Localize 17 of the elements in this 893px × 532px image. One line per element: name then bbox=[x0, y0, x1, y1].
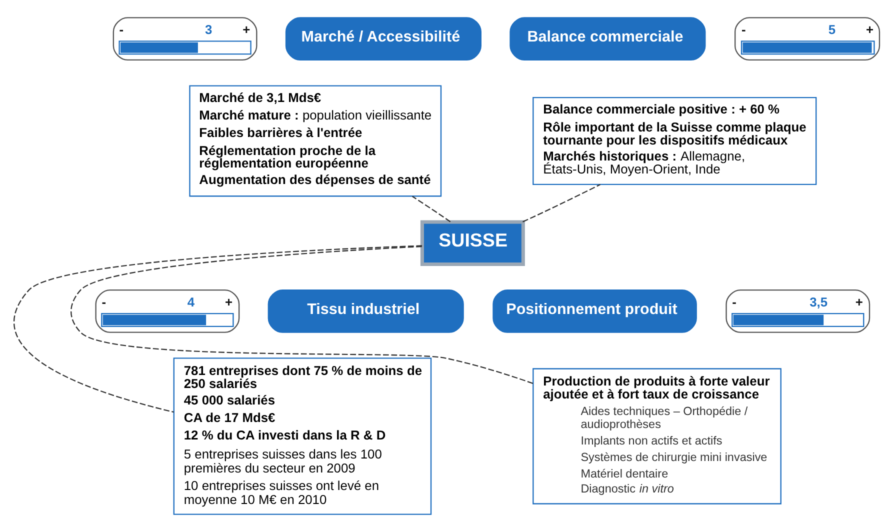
node-box: - 5 + bbox=[734, 17, 880, 61]
node-box: - 3,5 + bbox=[726, 289, 870, 333]
node-box: 781 entreprises dont 75 % de moins de 250 salariés 45 000 salariés CA de 17 Mds€ 12 % du CA investi dans la R & D 5 entreprises suisses dans les 100 premières du secteur en 2009 10 entreprises suisses ont levé en moyenne 10 M€ en 2010 bbox=[173, 358, 432, 515]
connector bbox=[70, 246, 534, 384]
node-box: - 4 + bbox=[95, 289, 240, 333]
node-box: Tissu industriel bbox=[268, 289, 464, 333]
node-box: Marché / Accessibilité bbox=[285, 17, 482, 61]
connector bbox=[14, 245, 422, 413]
node-box: Positionnement produit bbox=[492, 289, 697, 333]
connector bbox=[412, 196, 451, 222]
node-box: Marché de 3,1 Mds€ Marché mature : population vieillissante Faibles barrières à l'entrée Réglementation proche de la réglementation européenne Augmentation des dépenses de santé bbox=[189, 85, 442, 197]
node-box: Production de produits à forte valeur ajoutée et à fort taux de croissance Aides techniques – Orthopédie / audioprothèses Implants non actifs et actifs Systèmes de chirurgie mini invasive Matériel dentaire Diagnostic in vitro bbox=[532, 368, 782, 504]
node-box: - 3 + bbox=[112, 17, 258, 61]
node-box: Balance commerciale bbox=[510, 17, 706, 61]
connector bbox=[522, 184, 601, 222]
node-box: SUISSE bbox=[420, 220, 525, 266]
node-box: Balance commerciale positive : + 60 % Rôle important de la Suisse comme plaque tournante pour les dispositifs médicaux Marchés historiques : Allemagne, États-Unis, Moyen-Orient, Inde bbox=[532, 96, 817, 185]
